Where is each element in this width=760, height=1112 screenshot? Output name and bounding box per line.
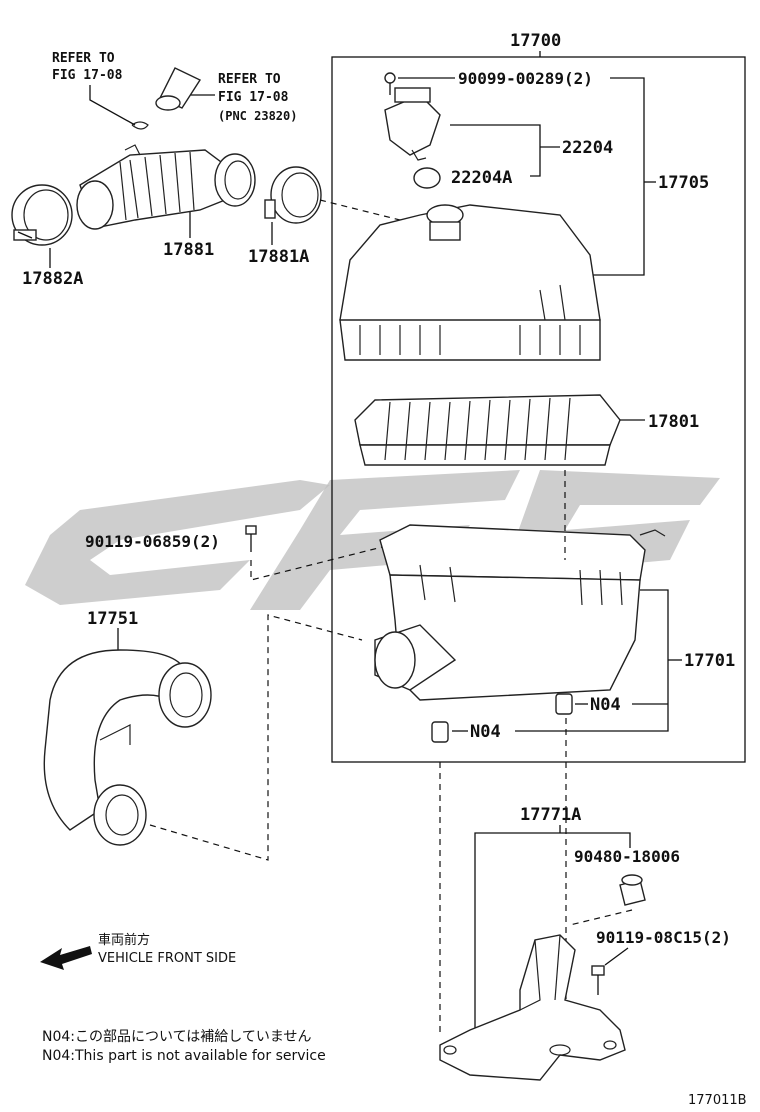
label-90480-18006: 90480-18006 — [574, 847, 680, 866]
air-cleaner-case-17701 — [374, 524, 666, 701]
refer-to-label-2: REFER TO — [218, 72, 281, 87]
label-90119-08c15: 90119-08C15(2) — [596, 928, 731, 947]
label-17751: 17751 — [87, 609, 138, 629]
air-inlet-duct-17751 — [43, 649, 212, 846]
breather-hose-part — [131, 67, 202, 130]
refer-to-fig-label-2: FIG 17-08 — [218, 90, 289, 105]
label-n04-right: N04 — [590, 695, 621, 715]
assembly-box-17700 — [331, 56, 746, 763]
refer-to-label-1: REFER TO — [52, 51, 115, 66]
label-17705: 17705 — [658, 173, 709, 193]
label-17801: 17801 — [648, 412, 699, 432]
label-17881: 17881 — [163, 240, 214, 260]
front-label-jp: 車両前方 — [98, 932, 150, 948]
grommet-n04-right — [555, 693, 573, 715]
screw-90099 — [384, 72, 396, 95]
label-22204a: 22204A — [451, 168, 512, 188]
intake-hose-17881 — [76, 144, 256, 230]
air-filter-element-17801 — [354, 394, 621, 466]
label-90099-00289: 90099-00289(2) — [458, 69, 593, 88]
clip-90480-18006 — [619, 874, 646, 906]
grommet-n04-left — [431, 721, 449, 743]
label-22204: 22204 — [562, 138, 613, 158]
label-90119-06859: 90119-06859(2) — [85, 532, 220, 551]
bolt-90119-08c15 — [591, 965, 605, 995]
o-ring-22204a — [413, 167, 441, 189]
note-en: N04:This part is not available for servi… — [42, 1048, 326, 1064]
label-17881a: 17881A — [248, 247, 309, 267]
bolt-90119-06859 — [245, 525, 257, 552]
front-label-en: VEHICLE FRONT SIDE — [98, 951, 236, 966]
label-17882a: 17882A — [22, 269, 83, 289]
label-n04-left: N04 — [470, 722, 501, 742]
label-17701: 17701 — [684, 651, 735, 671]
refer-to-fig-label-1: FIG 17-08 — [52, 68, 123, 83]
air-cleaner-cap-17705 — [339, 204, 601, 361]
label-17771a: 17771A — [520, 805, 581, 825]
hose-clamp-17881a — [264, 166, 322, 224]
bracket-17771a — [439, 934, 626, 1081]
figure-id: 177011B — [688, 1093, 747, 1108]
note-jp: N04:この部品については補給していません — [42, 1029, 311, 1045]
vehicle-front-arrow-icon — [40, 946, 92, 970]
refer-to-pnc-label: (PNC 23820) — [218, 109, 297, 123]
air-flow-meter-22204 — [384, 87, 441, 161]
label-17700: 17700 — [510, 31, 561, 51]
hose-clamp-17882a — [11, 184, 73, 246]
